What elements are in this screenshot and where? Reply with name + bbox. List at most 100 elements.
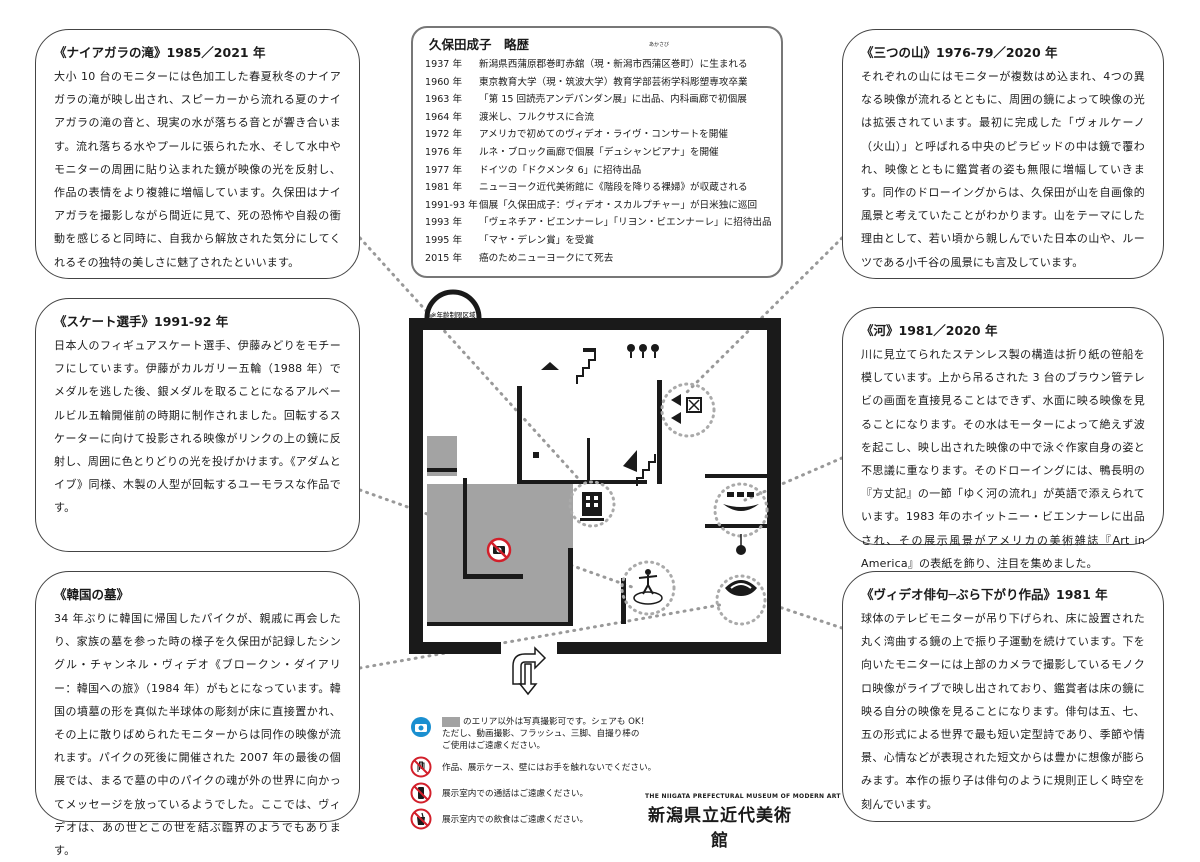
river-title: 《河》 [861,323,899,338]
chronology-row: 1963 年 「第 15 回読売アンデパンダン展」に出品、内科画廊で初個展 [425,91,771,109]
wall-bottom-right [557,642,781,654]
note-photo-line2: ただし、動画撮影、フラッシュ、三脚、自撮り棒の [442,729,640,739]
exit-arrow-icon [518,663,538,696]
haiku-description-box: 《ヴィデオ俳句─ぶら下がり作品》1981 年 球体のテレビモニターが吊り下げられ… [842,571,1164,822]
chronology-list: 1937 年新潟県西蒲原郡巻町赤舘（現・新潟市西蒲区巻町）に生まれる 1960 … [425,56,771,267]
note-photo-line3: ご使用はご遠慮ください。 [442,741,546,751]
note-phone-text: 展示室内での通話はご遠慮ください。 [442,789,589,799]
inner-wall-6 [705,524,767,528]
skate-heading: 《スケート選手》1991-92 年 [54,311,341,330]
skate-body: 日本人のフィギュアスケート選手、伊藤みどりをモチーフにしています。伊藤がカルガリ… [54,339,341,515]
wall-right [767,318,781,654]
note-food: 展示室内での飲食はご遠慮ください。 [410,808,588,830]
chronology-year: 1960 年 [425,76,463,88]
haiku-title: 《ヴィデオ俳句─ぶら下がり作品》 [861,587,1057,602]
museum-logo-japanese: 新潟県立近代美術館 [648,806,792,851]
chronology-event: 個展「久保田成子：ヴィデオ・スカルプチャー」が日米独に巡回 [479,199,758,211]
chronology-ruby: あかさび [649,42,670,48]
chronology-year: 1976 年 [425,146,463,158]
inner-wall-8 [568,548,573,626]
age-limit-room [424,289,482,319]
niagara-body: 大小 10 台のモニターには色加工した春夏秋冬のナイアガラの滝が映し出され、スピ… [54,70,341,269]
chronology-event: 「ヴェネチア・ビエンナーレ」「リヨン・ビエンナーレ」に招待出品 [479,217,771,229]
no-photo-icon [486,537,512,563]
chronology-row: 1972 年 アメリカで初めてのヴィデオ・ライヴ・コンサートを開催 [425,126,771,144]
skate-artwork-icon [633,569,663,605]
river-body: 川に見立てられたステンレス製の構造は折り紙の笹船を模しています。上から吊るされた… [861,348,1145,570]
leader-korea [358,602,727,670]
chronology-row: 2015 年 癌のためニューヨークにて死去 [425,250,771,268]
chronology-row: 1976 年 ルネ・ブロック画廊で個展「デュシャンピアナ」を開催 [425,144,771,162]
no-touch-icon [410,756,432,778]
mountain-heading: 《三つの山》1976-79／2020 年 [861,42,1145,61]
inner-wall-10 [621,578,626,624]
note-photo-text1: のエリア以外は写真撮影可です。シェアも OK！ [463,717,650,727]
chronology-year: 1993 年 [425,217,463,229]
mountain-artwork-icon [671,394,702,424]
river-year: 1981／2020 年 [898,323,998,338]
skate-year: 1991-92 年 [154,314,229,329]
note-touch-text: 作品、展示ケース、壁にはお手を触れないでください。 [442,763,657,773]
chronology-event: ドイツの「ドクメンタ 6」に招待出品 [479,164,642,176]
haiku-year: 1981 年 [1056,587,1108,602]
chronology-year: 1991-93 年 [425,199,478,211]
mountain-body: それぞれの山にはモニターが複数はめ込まれ、4つの異なる映像が流れるとともに、周囲… [861,70,1145,269]
skate-description-box: 《スケート選手》1991-92 年 日本人のフィギュアスケート選手、伊藤みどりを… [35,298,360,552]
inner-wall-3 [657,380,662,484]
mountain-description-box: 《三つの山》1976-79／2020 年 それぞれの山にはモニターが複数はめ込ま… [842,29,1164,279]
niagara-heading: 《ナイアガラの滝》1985／2021 年 [54,42,341,61]
chronology-event: 新潟県西蒲原郡巻町赤舘（現・新潟市西蒲区巻町）に生まれる [479,59,748,70]
river-description-box: 《河》1981／2020 年 川に見立てられたステンレス製の構造は折り紙の笹船を… [842,307,1164,570]
chronology-event: アメリカで初めてのヴィデオ・ライヴ・コンサートを開催 [479,129,728,141]
chronology-year: 1972 年 [425,129,463,141]
chronology-row: 1991-93 年個展「久保田成子：ヴィデオ・スカルプチャー」が日米独に巡回 [425,197,771,215]
chronology-event: ルネ・ブロック画廊で個展「デュシャンピアナ」を開催 [479,146,719,158]
artwork-pedestal [533,452,539,458]
chronology-row: 1993 年 「ヴェネチア・ビエンナーレ」「リヨン・ビエンナーレ」に招待出品 [425,214,771,232]
wall-top-left [409,318,423,654]
chronology-year: 1981 年 [425,182,463,194]
mountain-title: 《三つの山》 [861,45,937,60]
chronology-year: 1963 年 [425,94,463,106]
camera-icon [411,717,431,737]
wall-top [409,318,781,330]
chronology-year: 2015 年 [425,252,463,264]
chronology-event: 「マヤ・デレン賞」を受賞 [479,234,595,246]
floor-plan: ※年齢制限区域 [409,289,781,696]
niagara-year: 1985／2021 年 [166,45,266,60]
museum-logo-english: THE NIIGATA PREFECTURAL MUSEUM OF MODERN… [645,793,841,800]
chronology-row: 1960 年東京教育大学（現・筑波大学）教育学部芸術学科彫塑専攻卒業 [425,74,771,92]
inner-wall-5 [705,474,767,478]
no-phone-icon [410,782,432,804]
chronology-event: 「第 15 回読売アンデパンダン展」に出品、内科画廊で初個展 [479,94,747,106]
haiku-artwork-icon [725,534,757,596]
haiku-heading: 《ヴィデオ俳句─ぶら下がり作品》1981 年 [861,584,1145,603]
inner-wall-4 [583,348,595,352]
chronology-event: 渡米し、フルクサスに合流 [479,111,594,123]
inner-wall-2 [517,480,647,484]
entrance-arrow-icon [512,646,547,685]
museum-logo: THE NIIGATA PREFECTURAL MUSEUM OF MODERN… [645,793,841,851]
leader-niagara [358,236,587,488]
chronology-row: 1937 年新潟県西蒲原郡巻町赤舘（現・新潟市西蒲区巻町）に生まれる [425,56,771,74]
mountain-artwork-marker [660,382,716,438]
visitor-notes: のエリア以外は写真撮影可です。シェアも OK！ ただし、動画撮影、フラッシュ、三… [410,716,710,831]
chronology-row: 1981 年ニューヨーク近代美術館に《階段を降りる裸婦》が収蔵される [425,179,771,197]
age-limit-label: ※年齢制限区域 [431,310,476,319]
wall-bottom-left [409,642,501,654]
restricted-swatch [442,716,460,727]
stair-1 [576,348,596,384]
note-photo: のエリア以外は写真撮影可です。シェアも OK！ ただし、動画撮影、フラッシュ、三… [410,716,649,752]
chronology-row: 1977 年 ドイツの「ドクメンタ 6」に招待出品 [425,162,771,180]
chronology-event: 癌のためニューヨークにて死去 [479,252,614,264]
haiku-artwork-marker [715,574,767,626]
inner-wall-11 [463,478,467,578]
chronology-row: 1995 年「マヤ・デレン賞」を受賞 [425,232,771,250]
note-food-text: 展示室内での飲食はご遠慮ください。 [442,815,589,825]
note-touch: 作品、展示ケース、壁にはお手を触れないでください。 [410,756,656,778]
niagara-artwork-marker [568,480,616,528]
inner-wall-12 [427,468,457,472]
korea-heading: 《韓国の墓》 [54,584,341,603]
chronology-year: 1977 年 [425,164,463,176]
